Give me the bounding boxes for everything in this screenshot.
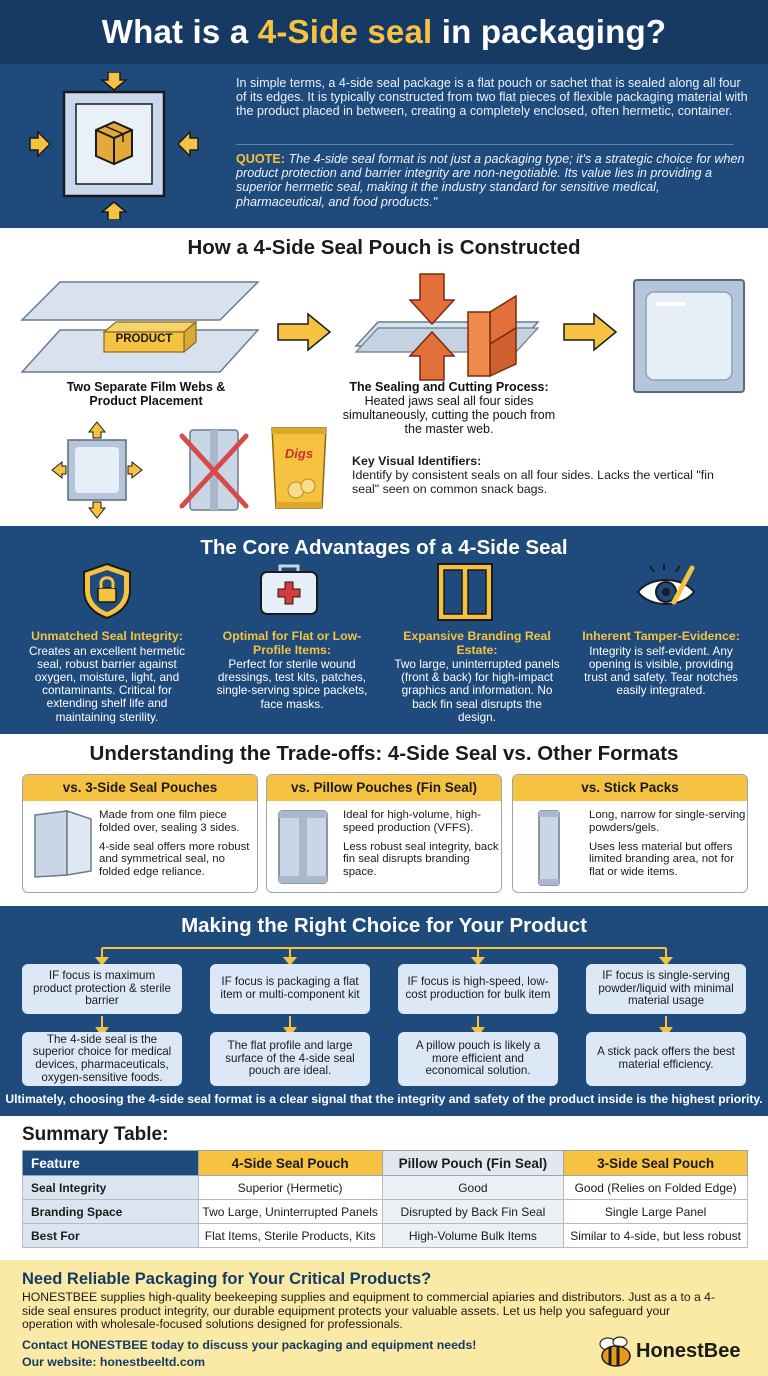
- condition-box: IF focus is packaging a flat item or mul…: [210, 964, 370, 1014]
- sealing-jaws-illustration: [354, 273, 540, 381]
- advantage-tamper-evidence: Inherent Tamper-Evidence: Integrity is s…: [582, 629, 740, 698]
- honestbee-logo: HonestBee: [596, 1334, 756, 1370]
- tradeoff-card-pillow: vs. Pillow Pouches (Fin Seal) Ideal for …: [266, 774, 502, 893]
- advantage-seal-integrity: Unmatched Seal Integrity: Creates an exc…: [28, 629, 186, 724]
- folded-pouch-icon: [34, 809, 92, 878]
- table-header-cell: Pillow Pouch (Fin Seal): [381, 1150, 565, 1176]
- card-title: vs. 3-Side Seal Pouches: [23, 775, 257, 801]
- table-cell: Two Large, Uninterrupted Panels: [197, 1199, 383, 1224]
- footer-text: HONESTBEE supplies high-quality beekeepi…: [22, 1290, 716, 1332]
- table-cell: Flat Items, Sterile Products, Kits: [197, 1223, 383, 1248]
- advantage-branding: Expansive Branding Real Estate: Two larg…: [394, 629, 560, 724]
- result-box: A stick pack offers the best material ef…: [586, 1032, 746, 1086]
- crossed-out-pouch-icon: [179, 429, 249, 511]
- result-box: A pillow pouch is likely a more efficien…: [398, 1032, 558, 1086]
- panels-icon: [437, 563, 493, 621]
- table-cell: Seal Integrity: [22, 1175, 199, 1200]
- eye-icon: [636, 564, 696, 605]
- snack-brand: Digs: [284, 446, 314, 461]
- condition-box: IF focus is single-serving powder/liquid…: [586, 964, 746, 1014]
- arrow-right-icon: [277, 312, 332, 352]
- intro-paragraph: In simple terms, a 4-side seal package i…: [236, 76, 748, 119]
- table-header-cell: 4-Side Seal Pouch: [197, 1150, 383, 1176]
- table-cell: High-Volume Bulk Items: [381, 1223, 565, 1248]
- table-cell: Good: [381, 1175, 565, 1200]
- shield-lock-icon: [83, 562, 131, 620]
- table-cell: Single Large Panel: [563, 1199, 748, 1224]
- logo-text: HonestBee: [636, 1340, 741, 1362]
- divider: [236, 144, 734, 145]
- choice-section: Making the Right Choice for Your Product…: [0, 906, 768, 1116]
- tradeoff-card-stick: vs. Stick Packs Long, narrow for single-…: [512, 774, 748, 893]
- product-label: PRODUCT: [115, 333, 173, 345]
- card-title: vs. Stick Packs: [513, 775, 747, 801]
- first-aid-kit-icon: [260, 564, 318, 615]
- table-header-row: Feature 4-Side Seal Pouch Pillow Pouch (…: [22, 1150, 748, 1176]
- step2-caption: The Sealing and Cutting Process:Heated j…: [342, 380, 556, 436]
- table-cell: Best For: [22, 1223, 199, 1248]
- arrow-right-icon: [563, 312, 618, 352]
- page-title: What is a 4-Side seal in packaging?: [101, 13, 667, 50]
- summary-section: Summary Table: Feature 4-Side Seal Pouch…: [0, 1116, 768, 1260]
- pillow-pouch-icon: [278, 810, 328, 884]
- intro-quote: QUOTE: The 4-side seal format is not jus…: [236, 152, 745, 209]
- tradeoffs-section: Understanding the Trade-offs: 4-Side Sea…: [0, 734, 768, 906]
- stick-pack-icon: [538, 810, 560, 886]
- tradeoffs-title: Understanding the Trade-offs: 4-Side Sea…: [89, 742, 679, 765]
- table-header-cell: 3-Side Seal Pouch: [563, 1150, 748, 1176]
- footer-website[interactable]: Our website: honestbeeltd.com: [22, 1355, 206, 1369]
- choice-conclusion: Ultimately, choosing the 4-side seal for…: [5, 1092, 763, 1106]
- advantages-section: The Core Advantages of a 4-Side Seal Unm…: [0, 526, 768, 734]
- table-header-cell: Feature: [22, 1150, 199, 1176]
- finished-pouch-icon: [633, 279, 745, 393]
- footer-title: Need Reliable Packaging for Your Critica…: [22, 1270, 432, 1288]
- advantages-title: The Core Advantages of a 4-Side Seal: [200, 536, 568, 559]
- header-banner: What is a 4-Side seal in packaging?: [0, 0, 768, 64]
- bee-icon: [599, 1336, 631, 1367]
- snack-bag-icon: [271, 427, 327, 509]
- condition-box: IF focus is high-speed, low-cost product…: [398, 964, 558, 1014]
- construction-section: How a 4-Side Seal Pouch is Constructed P…: [0, 228, 768, 526]
- summary-title: Summary Table:: [22, 1124, 169, 1145]
- table-cell: Good (Relies on Folded Edge): [563, 1175, 748, 1200]
- step1-caption: Two Separate Film Webs & Product Placeme…: [66, 380, 226, 408]
- table-row: Seal Integrity Superior (Hermetic) Good …: [22, 1175, 748, 1200]
- result-box: The 4-side seal is the superior choice f…: [22, 1032, 182, 1086]
- advantage-flat-items: Optimal for Flat or Low-Profile Items: P…: [216, 629, 368, 711]
- identifiers-caption: Key Visual Identifiers:Identify by consi…: [352, 454, 714, 496]
- table-cell: Branding Space: [22, 1199, 199, 1224]
- construction-title: How a 4-Side Seal Pouch is Constructed: [187, 236, 581, 259]
- footer-contact: Contact HONESTBEE today to discuss your …: [22, 1338, 477, 1352]
- table-cell: Similar to 4-side, but less robust: [563, 1223, 748, 1248]
- condition-box: IF focus is maximum product protection &…: [22, 964, 182, 1014]
- table-cell: Disrupted by Back Fin Seal: [381, 1199, 565, 1224]
- result-box: The flat profile and large surface of th…: [210, 1032, 370, 1086]
- film-webs-illustration: [20, 281, 260, 373]
- card-body: Long, narrow for single-serving powders/…: [589, 809, 746, 879]
- four-side-pouch-icon: [51, 421, 143, 519]
- table-row: Best For Flat Items, Sterile Products, K…: [22, 1223, 748, 1248]
- card-body: Made from one film piece folded over, se…: [99, 809, 250, 879]
- tradeoff-card-3-side: vs. 3-Side Seal Pouches Made from one fi…: [22, 774, 258, 893]
- decision-tree-connectors: [94, 947, 674, 1037]
- choice-title: Making the Right Choice for Your Product: [181, 914, 587, 937]
- summary-table: Feature 4-Side Seal Pouch Pillow Pouch (…: [22, 1150, 748, 1248]
- table-cell: Superior (Hermetic): [197, 1175, 383, 1200]
- intro-section: In simple terms, a 4-side seal package i…: [0, 64, 768, 228]
- sealed-pouch-box-icon: [29, 72, 199, 220]
- card-title: vs. Pillow Pouches (Fin Seal): [267, 775, 501, 801]
- card-body: Ideal for high-volume, high-speed produc…: [343, 809, 499, 879]
- table-row: Branding Space Two Large, Uninterrupted …: [22, 1199, 748, 1224]
- footer-cta: Need Reliable Packaging for Your Critica…: [0, 1260, 768, 1376]
